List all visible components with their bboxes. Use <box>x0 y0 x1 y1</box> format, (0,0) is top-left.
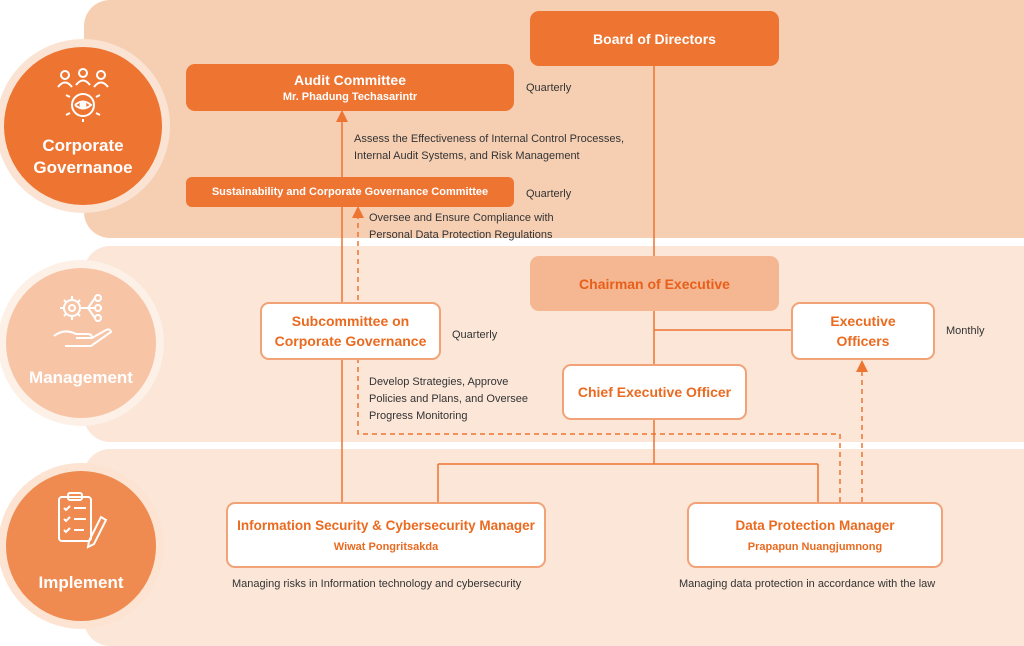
management-label-text: Management <box>29 368 133 387</box>
ceo-label: Chief Executive Officer <box>577 384 732 400</box>
infosec-manager-person: Wiwat Pongritsakda <box>333 540 439 553</box>
gear-hand-icon <box>53 294 113 347</box>
audit-committee-title: Audit Committee <box>294 72 406 88</box>
governance-label: Corporate Governanoe <box>4 135 162 179</box>
audit-committee-box: Audit Committee Mr. Phadung Techasarintr <box>186 64 514 111</box>
infosec-description: Managing risks in Information technology… <box>232 578 522 590</box>
clipboard-checklist-icon <box>58 492 108 549</box>
data-protection-manager-title: Data Protection Manager <box>735 517 895 533</box>
oversee-annotation: Oversee and Ensure Compliance with Perso… <box>369 210 554 244</box>
sustainability-committee-box: Sustainability and Corporate Governance … <box>186 177 514 207</box>
develop-line-2: Policies and Plans, and Oversee <box>369 393 528 405</box>
chairman-of-executive-label: Chairman of Executive <box>579 275 730 292</box>
board-of-directors-label: Board of Directors <box>593 30 716 47</box>
assess-line-2: Internal Audit Systems, and Risk Managem… <box>354 150 580 162</box>
governance-circle: Corporate Governanoe <box>0 39 170 213</box>
subcommittee-label: Subcommittee on Corporate Governance <box>274 313 427 349</box>
data-protection-manager-person: Prapapun Nuangjumnong <box>747 540 883 553</box>
oversee-line-2: Personal Data Protection Regulations <box>369 229 553 241</box>
implement-label: Implement <box>6 573 156 593</box>
audit-committee-person: Mr. Phadung Techasarintr <box>282 91 418 103</box>
develop-annotation: Develop Strategies, Approve Policies and… <box>369 374 528 425</box>
data-protection-manager-box: Data Protection Manager Prapapun Nuangju… <box>687 502 943 568</box>
assess-annotation: Assess the Effectiveness of Internal Con… <box>354 131 624 165</box>
develop-line-3: Progress Monitoring <box>369 410 468 422</box>
subcommittee-box: Subcommittee on Corporate Governance <box>260 302 441 360</box>
sustainability-frequency: Quarterly <box>526 188 572 200</box>
people-eye-gear-icon <box>57 68 109 122</box>
executive-officers-label: Executive Officers <box>830 313 896 349</box>
management-label: Management <box>6 368 156 388</box>
exec-frequency: Monthly <box>946 325 985 337</box>
governance-label-text: Corporate Governanoe <box>33 136 133 177</box>
infosec-manager-title: Information Security & Cybersecurity Man… <box>237 517 535 533</box>
implement-label-text: Implement <box>38 573 124 592</box>
infosec-manager-box: Information Security & Cybersecurity Man… <box>226 502 546 568</box>
executive-officers-box: Executive Officers <box>791 302 935 360</box>
audit-frequency: Quarterly <box>526 82 572 94</box>
board-of-directors-box: Board of Directors <box>530 11 779 66</box>
develop-line-1: Develop Strategies, Approve <box>369 376 509 388</box>
implement-circle: Implement <box>0 463 164 629</box>
assess-line-1: Assess the Effectiveness of Internal Con… <box>354 133 625 145</box>
chairman-of-executive-box: Chairman of Executive <box>530 256 779 311</box>
ceo-box: Chief Executive Officer <box>562 364 747 420</box>
management-circle: Management <box>0 260 164 426</box>
subcommittee-frequency: Quarterly <box>452 329 498 341</box>
sustainability-committee-label: Sustainability and Corporate Governance … <box>211 186 489 198</box>
dpm-description: Managing data protection in accordance w… <box>679 578 936 590</box>
oversee-line-1: Oversee and Ensure Compliance with <box>369 212 554 224</box>
